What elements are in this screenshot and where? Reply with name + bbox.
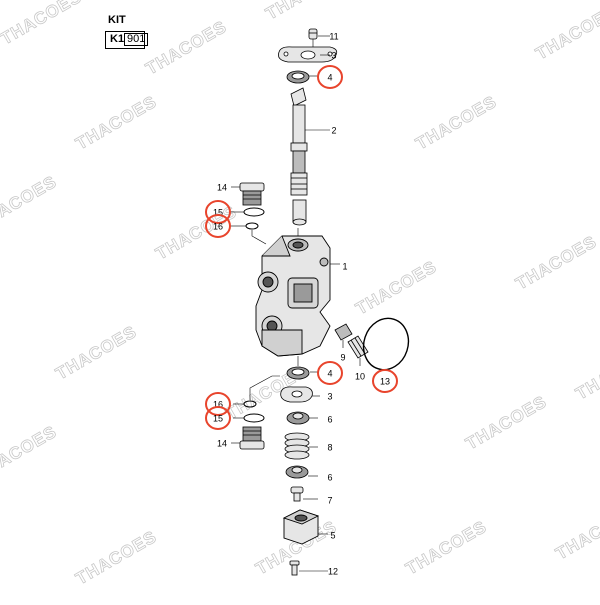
part-16-ring: [246, 223, 258, 229]
part-6-washer-lower: [286, 466, 308, 478]
watermark-text: THACOES: [263, 0, 351, 23]
callout-label-c4b: 4: [327, 369, 332, 379]
part-4-seal-lower: [287, 367, 309, 379]
part-13-oring: [357, 312, 415, 375]
kit-prefix: K1: [110, 33, 124, 45]
watermark-text: THACOES: [413, 92, 501, 154]
callout-label-c11: 11: [329, 32, 338, 42]
watermark-text: THACOES: [513, 232, 600, 294]
part-15-ring-lower: [244, 414, 264, 422]
kit-code: 901: [124, 33, 148, 46]
callout-label-c6a: 6: [327, 415, 332, 425]
watermark-text: THACOES: [143, 17, 231, 79]
callout-label-c7: 7: [327, 496, 332, 506]
callout-label-c1: 1: [342, 262, 347, 272]
part-7-bolt: [291, 487, 303, 501]
part-4-seal: [287, 71, 309, 83]
part-3-flange: [278, 47, 336, 62]
kit-title: KIT: [108, 14, 126, 26]
part-6-washer: [287, 412, 309, 424]
callout-label-c3a: 3: [331, 51, 336, 61]
callout-label-c3b: 3: [327, 392, 332, 402]
part-12-screw: [290, 561, 299, 575]
watermark-text: THACOES: [0, 172, 60, 234]
part-15-ring: [244, 208, 264, 216]
watermark-text: THACOES: [533, 2, 600, 64]
watermark-text: THACOES: [463, 392, 551, 454]
callout-label-c14a: 14: [217, 183, 227, 193]
part-11-screw: [309, 29, 317, 39]
callout-label-c12: 12: [328, 567, 338, 577]
watermark-text: THACOES: [353, 257, 441, 319]
watermark-text: THACOES: [403, 517, 491, 579]
part-3-flange-lower: [281, 387, 313, 402]
callout-label-c14b: 14: [217, 439, 227, 449]
part-14-plug-lower: [240, 427, 264, 449]
watermark-text: THACOES: [73, 92, 161, 154]
callout-label-c13: 13: [380, 377, 390, 387]
callout-label-c9: 9: [340, 353, 345, 363]
callout-label-c16a: 16: [213, 222, 223, 232]
callout-label-c10: 10: [355, 372, 365, 382]
part-8-spring: [285, 433, 309, 459]
watermark-text: THACOES: [53, 322, 141, 384]
watermark-text: THACOES: [73, 527, 161, 589]
part-1-valve-body: [256, 236, 330, 356]
part-2-spool: [291, 88, 307, 225]
watermark-text: THACOES: [573, 342, 600, 404]
watermark-text: THACOES: [0, 0, 85, 48]
part-5-cap: [284, 510, 318, 544]
part-9-valve: [335, 324, 352, 340]
callout-label-c2: 2: [331, 126, 336, 136]
callout-label-c5: 5: [330, 531, 335, 541]
part-14-plug: [240, 183, 264, 205]
callout-label-c15b: 15: [213, 414, 223, 424]
watermark-text: THACOES: [0, 422, 60, 484]
callout-label-c6b: 6: [327, 473, 332, 483]
callout-label-c8: 8: [327, 443, 332, 453]
callout-label-c4a: 4: [327, 73, 332, 83]
watermark-text: THACOES: [553, 502, 600, 564]
